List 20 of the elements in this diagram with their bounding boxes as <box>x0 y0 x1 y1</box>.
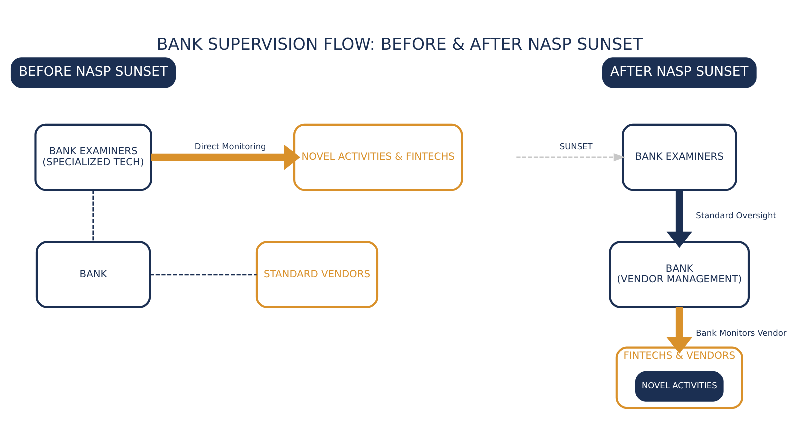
node-box: AFTER NASP SUNSET <box>602 57 757 88</box>
connector <box>92 190 94 242</box>
arrow <box>516 153 626 162</box>
node-box: BEFORE NASP SUNSET <box>10 57 176 88</box>
connector <box>150 273 257 276</box>
node-box: BANK EXAMINERS <box>622 123 738 191</box>
edge-label: Standard Oversight <box>696 210 776 220</box>
node-box: STANDARD VENDORS <box>256 240 379 308</box>
node-box: BANK (VENDOR MANAGEMENT) <box>609 240 750 308</box>
node-box: BANK EXAMINERS (SPECIALIZED TECH) <box>34 123 152 191</box>
edge-label: Direct Monitoring <box>194 141 266 152</box>
edge-label: Bank Monitors Vendor <box>696 327 787 338</box>
node-box: BANK <box>36 240 152 308</box>
arrow <box>666 306 692 354</box>
arrow <box>666 190 692 248</box>
diagram-title: BANK SUPERVISION FLOW: BEFORE & AFTER NASP SUNSET <box>156 34 644 54</box>
node-box: NOVEL ACTIVITIES <box>635 370 724 402</box>
arrow <box>152 144 301 170</box>
node-box: NOVEL ACTIVITIES & FINTECHS <box>294 123 464 191</box>
edge-label: SUNSET <box>560 141 593 152</box>
